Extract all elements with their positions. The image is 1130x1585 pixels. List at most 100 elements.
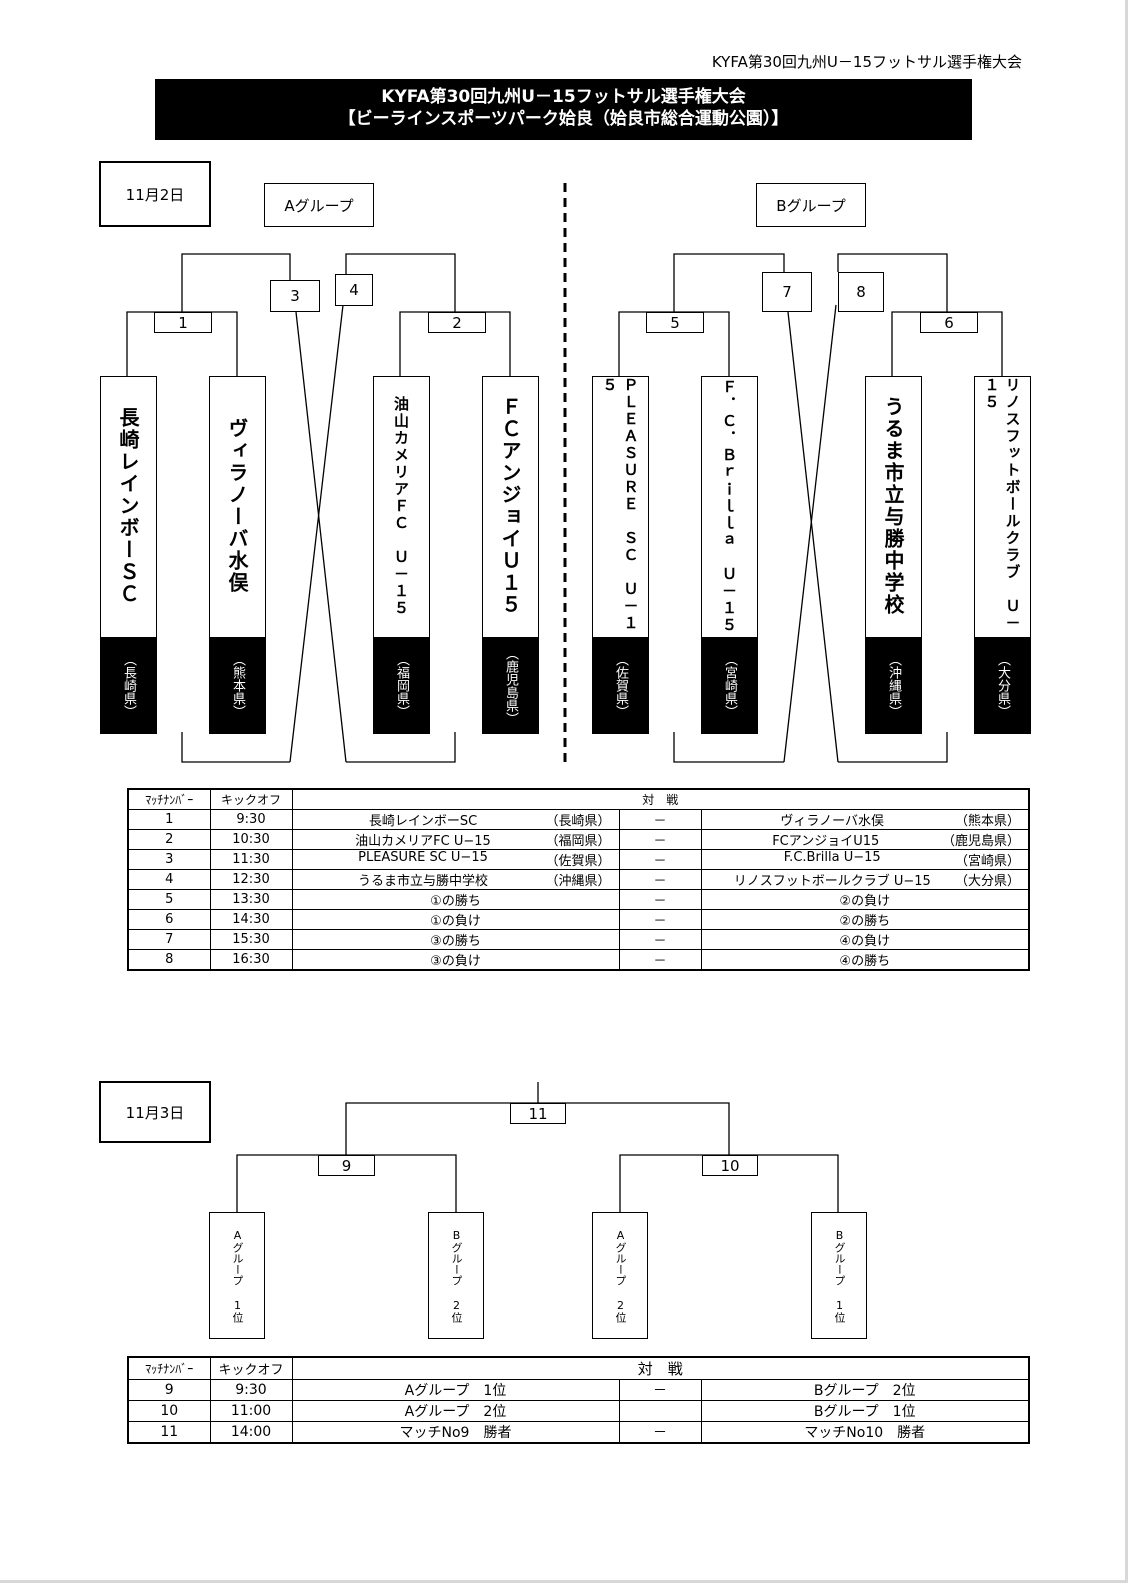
cell-away: F.C.Brilla U−15（宮崎県） (700, 849, 1030, 870)
cell-match-number: 7 (127, 929, 211, 950)
header-versus: 対 戦 (291, 788, 1030, 810)
cell-match-number: 8 (127, 949, 211, 971)
cell-kickoff: 11:30 (209, 849, 293, 870)
team-name: うるま市立与勝中学校 (881, 396, 905, 616)
final-slot: Bグループ 2位 (428, 1212, 484, 1339)
header-match-number: ﾏｯﾁﾅﾝﾊﾞｰ (127, 1356, 211, 1380)
home-prefecture: （佐賀県） (545, 854, 611, 869)
team-card: ヴィラノーバ水俣 （熊本県） (209, 376, 266, 734)
away-prefecture: （宮崎県） (954, 854, 1020, 869)
match-number-9: 9 (318, 1155, 375, 1176)
table-header-row: ﾏｯﾁﾅﾝﾊﾞｰ キックオフ 対 戦 (127, 1356, 1030, 1380)
team-card: 油山カメリアＦＣ Ｕ－１５ （福岡県） (373, 376, 430, 734)
cell-match-number: 2 (127, 829, 211, 850)
team-name: ヴィラノーバ水俣 (225, 418, 249, 594)
cell-home-wrap: ①の負け (293, 910, 619, 929)
team-prefecture: （長崎県） (100, 637, 157, 734)
cell-kickoff: 13:30 (209, 889, 293, 910)
date-box-day1: 11月2日 (99, 161, 211, 227)
team-name: Ｆ．Ｃ．Ｂｒｉｌｌａ Ｕ－１５ (720, 378, 738, 634)
away-team: ②の勝ち (839, 914, 891, 929)
cell-dash: － (618, 929, 702, 950)
team-name: 油山カメリアＦＣ Ｕ－１５ (392, 395, 410, 617)
team-card: ＦＣアンジョイＵ１５ （鹿児島県） (482, 376, 539, 734)
home-team: 長崎レインボーSC (368, 814, 478, 829)
cell-home: マッチNo9 勝者 (291, 1421, 620, 1444)
cell-away: ④の負け (700, 929, 1030, 950)
cell-away-wrap: ヴィラノーバ水俣（熊本県） (702, 810, 1029, 829)
cell-dash: － (618, 1379, 702, 1401)
cell-home: 油山カメリアFC U−15（福岡県） (291, 829, 620, 850)
slot-label: Aグループ 2位 (614, 1228, 627, 1323)
cell-dash: － (618, 869, 702, 890)
team-prefecture: （熊本県） (209, 637, 266, 734)
final-slot: Aグループ 1位 (209, 1212, 265, 1339)
match-number-2: 2 (428, 312, 486, 333)
team-card: ＰＬＥＡＳＵＲＥ ＳＣ Ｕ－１５ （佐賀県） (592, 376, 649, 734)
table-header-row: ﾏｯﾁﾅﾝﾊﾞｰ キックオフ 対 戦 (127, 788, 1030, 810)
document-label: KYFA第30回九州U－15フットサル選手権大会 (711, 53, 1022, 71)
cell-home-wrap: ③の負け (293, 950, 619, 969)
cell-dash: － (618, 909, 702, 930)
cell-away-wrap: ④の負け (702, 930, 1029, 949)
cell-dash: － (618, 849, 702, 870)
cell-away-wrap: ②の勝ち (702, 910, 1029, 929)
cell-home: Aグループ 1位 (291, 1379, 620, 1401)
cell-home-wrap: うるま市立与勝中学校（沖縄県） (293, 870, 619, 889)
group-a-label: Aグループ (264, 183, 374, 227)
cell-kickoff: 12:30 (209, 869, 293, 890)
title-line-1: KYFA第30回九州U－15フットサル選手権大会 (381, 87, 746, 107)
cell-away: ②の負け (700, 889, 1030, 910)
team-prefecture: （佐賀県） (592, 637, 649, 734)
final-slot: Aグループ 2位 (592, 1212, 648, 1339)
home-prefecture: （沖縄県） (545, 874, 611, 889)
match-number-3: 3 (270, 280, 320, 312)
team-card: 長崎レインボーＳＣ （長崎県） (100, 376, 157, 734)
home-team: ①の負け (430, 914, 481, 929)
date-box-day2: 11月3日 (99, 1081, 211, 1143)
away-prefecture: （大分県） (954, 874, 1020, 889)
team-name: 長崎レインボーＳＣ (116, 407, 140, 605)
match-number-10: 10 (702, 1155, 758, 1176)
away-team: FCアンジョイU15 (772, 834, 880, 849)
cell-away: ヴィラノーバ水俣（熊本県） (700, 809, 1030, 830)
match-number-7: 7 (762, 272, 812, 312)
away-prefecture: （鹿児島県） (941, 834, 1020, 849)
cell-away: Bグループ 1位 (700, 1400, 1030, 1422)
match-number-1: 1 (154, 312, 212, 333)
match-number-8: 8 (838, 272, 884, 312)
team-prefecture: （福岡県） (373, 637, 430, 734)
cell-home-wrap: 油山カメリアFC U−15（福岡県） (293, 830, 619, 849)
cell-home: ③の負け (291, 949, 620, 971)
cell-home: Aグループ 2位 (291, 1400, 620, 1422)
cell-away: ④の勝ち (700, 949, 1030, 971)
away-team: ②の負け (839, 894, 891, 909)
home-team: ③の負け (430, 954, 481, 969)
cell-dash: － (618, 1421, 702, 1444)
cell-time: 14:00 (209, 1421, 293, 1444)
team-prefecture: （大分県） (974, 637, 1031, 734)
cell-away-wrap: ②の負け (702, 890, 1029, 909)
team-name: ＦＣアンジョイＵ１５ (498, 396, 522, 616)
home-team: ③の勝ち (430, 934, 481, 949)
header-match-number: ﾏｯﾁﾅﾝﾊﾞｰ (127, 788, 211, 810)
cell-away: リノスフットボールクラブ U−15（大分県） (700, 869, 1030, 890)
cell-kickoff: 10:30 (209, 829, 293, 850)
cell-away: ②の勝ち (700, 909, 1030, 930)
team-card: リノスフットボールクラブ Ｕ－１５ （大分県） (974, 376, 1031, 734)
cell-kickoff: 14:30 (209, 909, 293, 930)
cell-away: Bグループ 2位 (700, 1379, 1030, 1401)
team-prefecture: （沖縄県） (865, 637, 922, 734)
cell-kickoff: 9:30 (209, 809, 293, 830)
final-slot: Bグループ 1位 (811, 1212, 867, 1339)
home-team: ①の勝ち (430, 894, 481, 909)
